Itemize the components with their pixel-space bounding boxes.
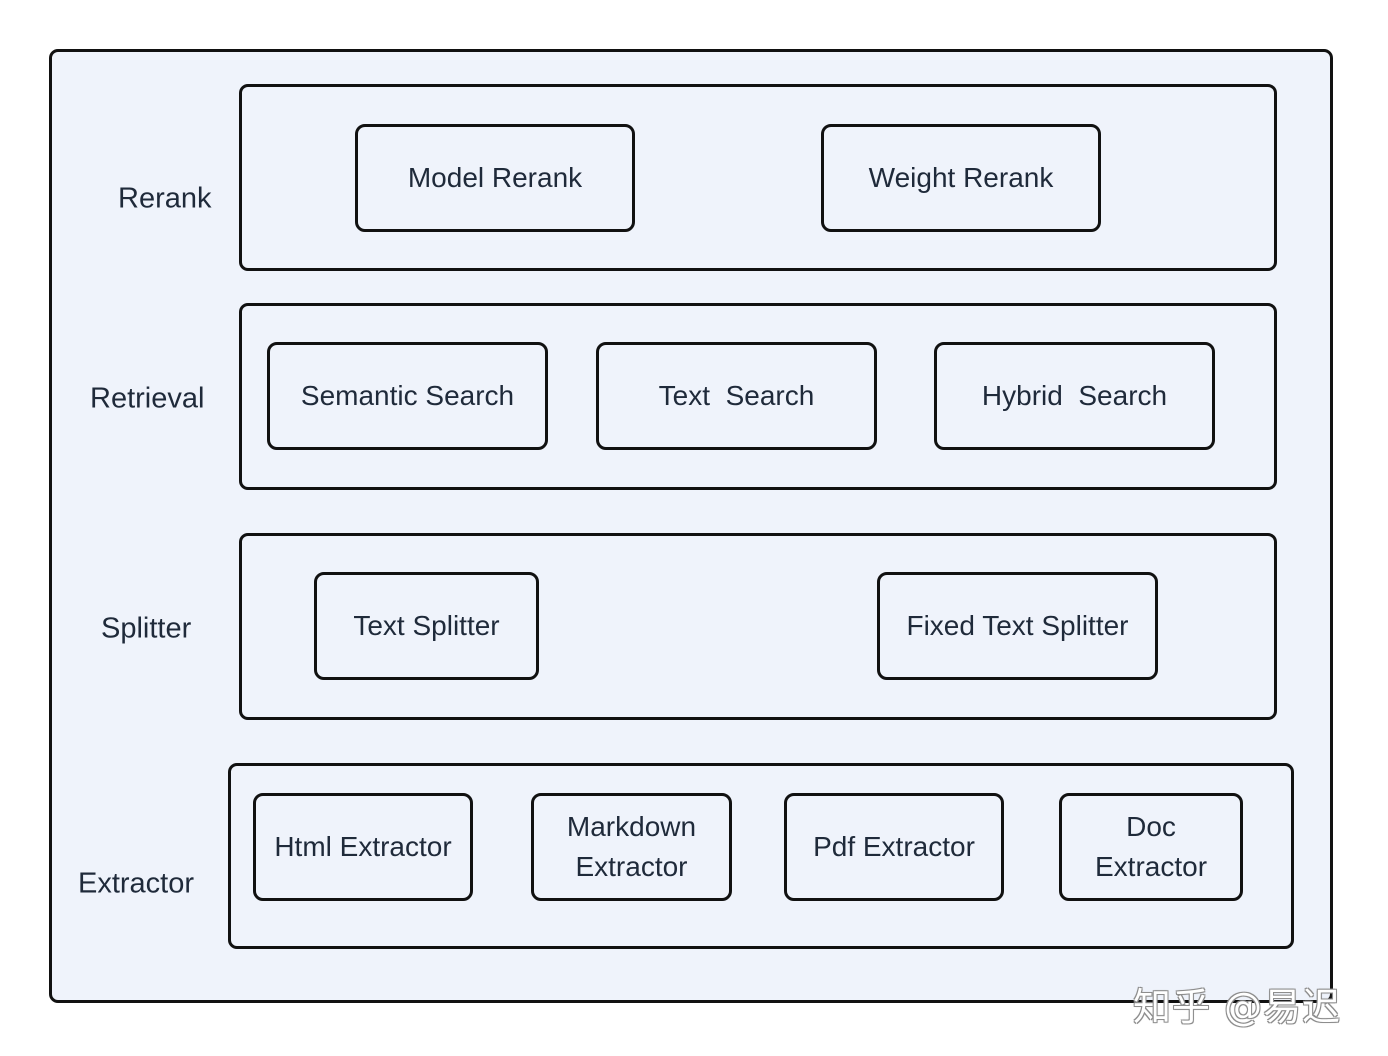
weight-rerank-box: Weight Rerank — [821, 124, 1101, 232]
semantic-search-box: Semantic Search — [267, 342, 548, 450]
retrieval-layer-label: Retrieval — [90, 382, 205, 415]
doc-extractor-box: Doc Extractor — [1059, 793, 1243, 901]
text-search-box: Text Search — [596, 342, 877, 450]
html-extractor-box: Html Extractor — [253, 793, 473, 901]
markdown-extractor-box: Markdown Extractor — [531, 793, 732, 901]
hybrid-search-box: Hybrid Search — [934, 342, 1215, 450]
watermark-text: 知乎 @易迟 — [1133, 985, 1342, 1029]
rerank-layer-label: Rerank — [118, 182, 212, 215]
text-splitter-box: Text Splitter — [314, 572, 539, 680]
splitter-layer-label: Splitter — [101, 612, 192, 645]
fixed-text-splitter-box: Fixed Text Splitter — [877, 572, 1158, 680]
pdf-extractor-box: Pdf Extractor — [784, 793, 1004, 901]
model-rerank-box: Model Rerank — [355, 124, 635, 232]
extractor-layer-label: Extractor — [78, 867, 195, 900]
